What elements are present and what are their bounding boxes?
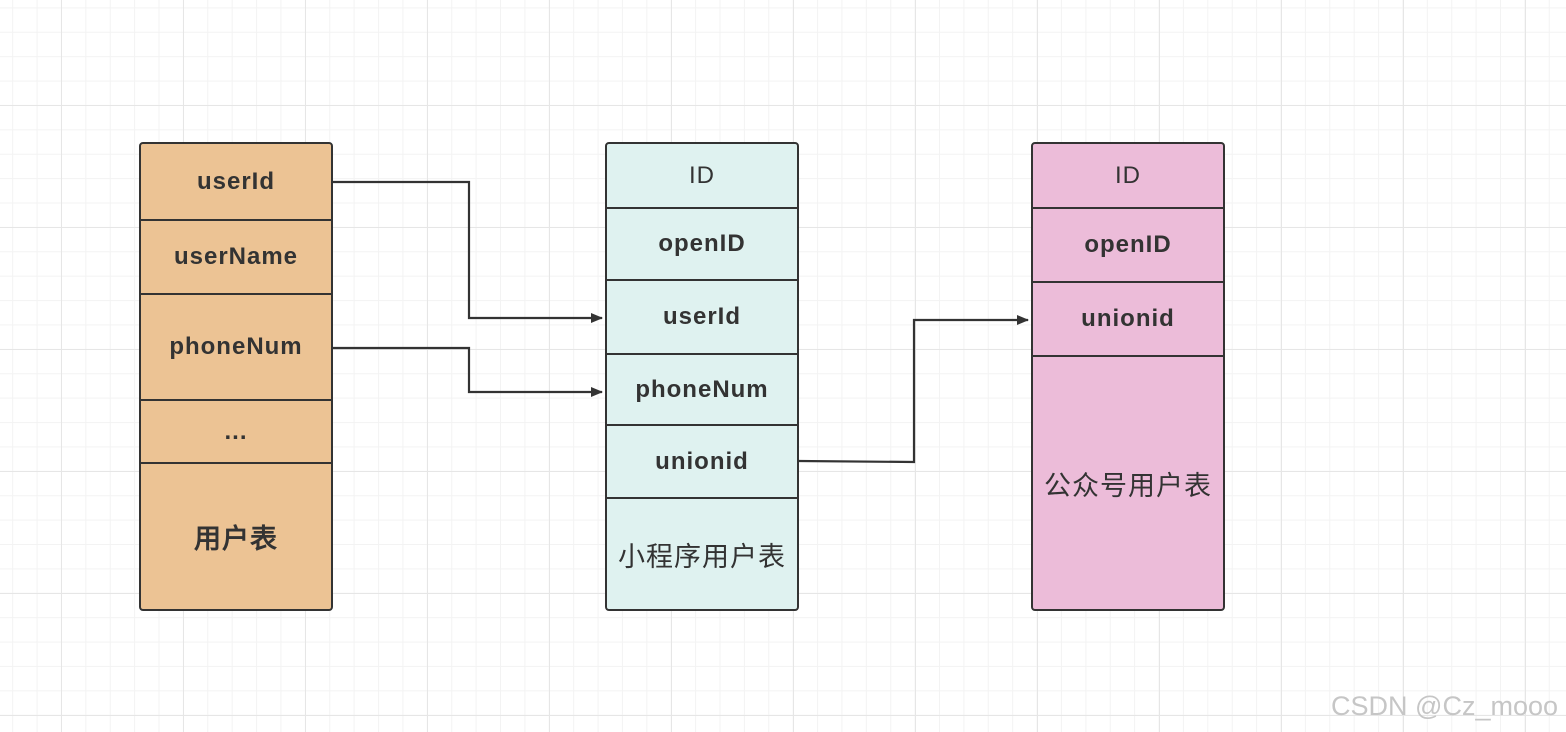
connector-phonenum-to-miniprogram-phonenum xyxy=(333,346,603,397)
miniprogram-table-name: 小程序用户表 xyxy=(618,541,786,572)
miniprogram-table-field-phonenum: phoneNum xyxy=(607,355,797,426)
user-table-name: 用户表 xyxy=(194,524,278,554)
miniprogram-table-field-userid: userId xyxy=(607,281,797,355)
miniprogram-table-field-unionid: unionid xyxy=(607,426,797,499)
official-account-table-field-openid: openID xyxy=(1033,209,1223,283)
official-account-table-field-unionid: unionid xyxy=(1033,283,1223,357)
official-account-user-table: ID openID unionid 公众号用户表 xyxy=(1031,142,1225,611)
watermark: CSDN @Cz_mooo xyxy=(1331,691,1558,721)
connector-unionid-to-official-account-unionid xyxy=(798,315,1029,464)
user-table-field-userid: userId xyxy=(141,144,331,221)
miniprogram-user-table: ID openID userId phoneNum unionid 小程序用户表 xyxy=(605,142,799,611)
official-account-table-field-id: ID xyxy=(1033,144,1223,209)
user-table: userId userName phoneNum ... 用户表 xyxy=(139,142,333,611)
official-account-table-name: 公众号用户表 xyxy=(1044,470,1212,501)
connector-userid-to-miniprogram-userid xyxy=(333,180,603,323)
user-table-field-phonenum: phoneNum xyxy=(141,295,331,401)
miniprogram-table-field-openid: openID xyxy=(607,209,797,281)
user-table-field-ellipsis: ... xyxy=(141,401,331,464)
user-table-field-username: userName xyxy=(141,221,331,295)
miniprogram-table-field-id: ID xyxy=(607,144,797,209)
